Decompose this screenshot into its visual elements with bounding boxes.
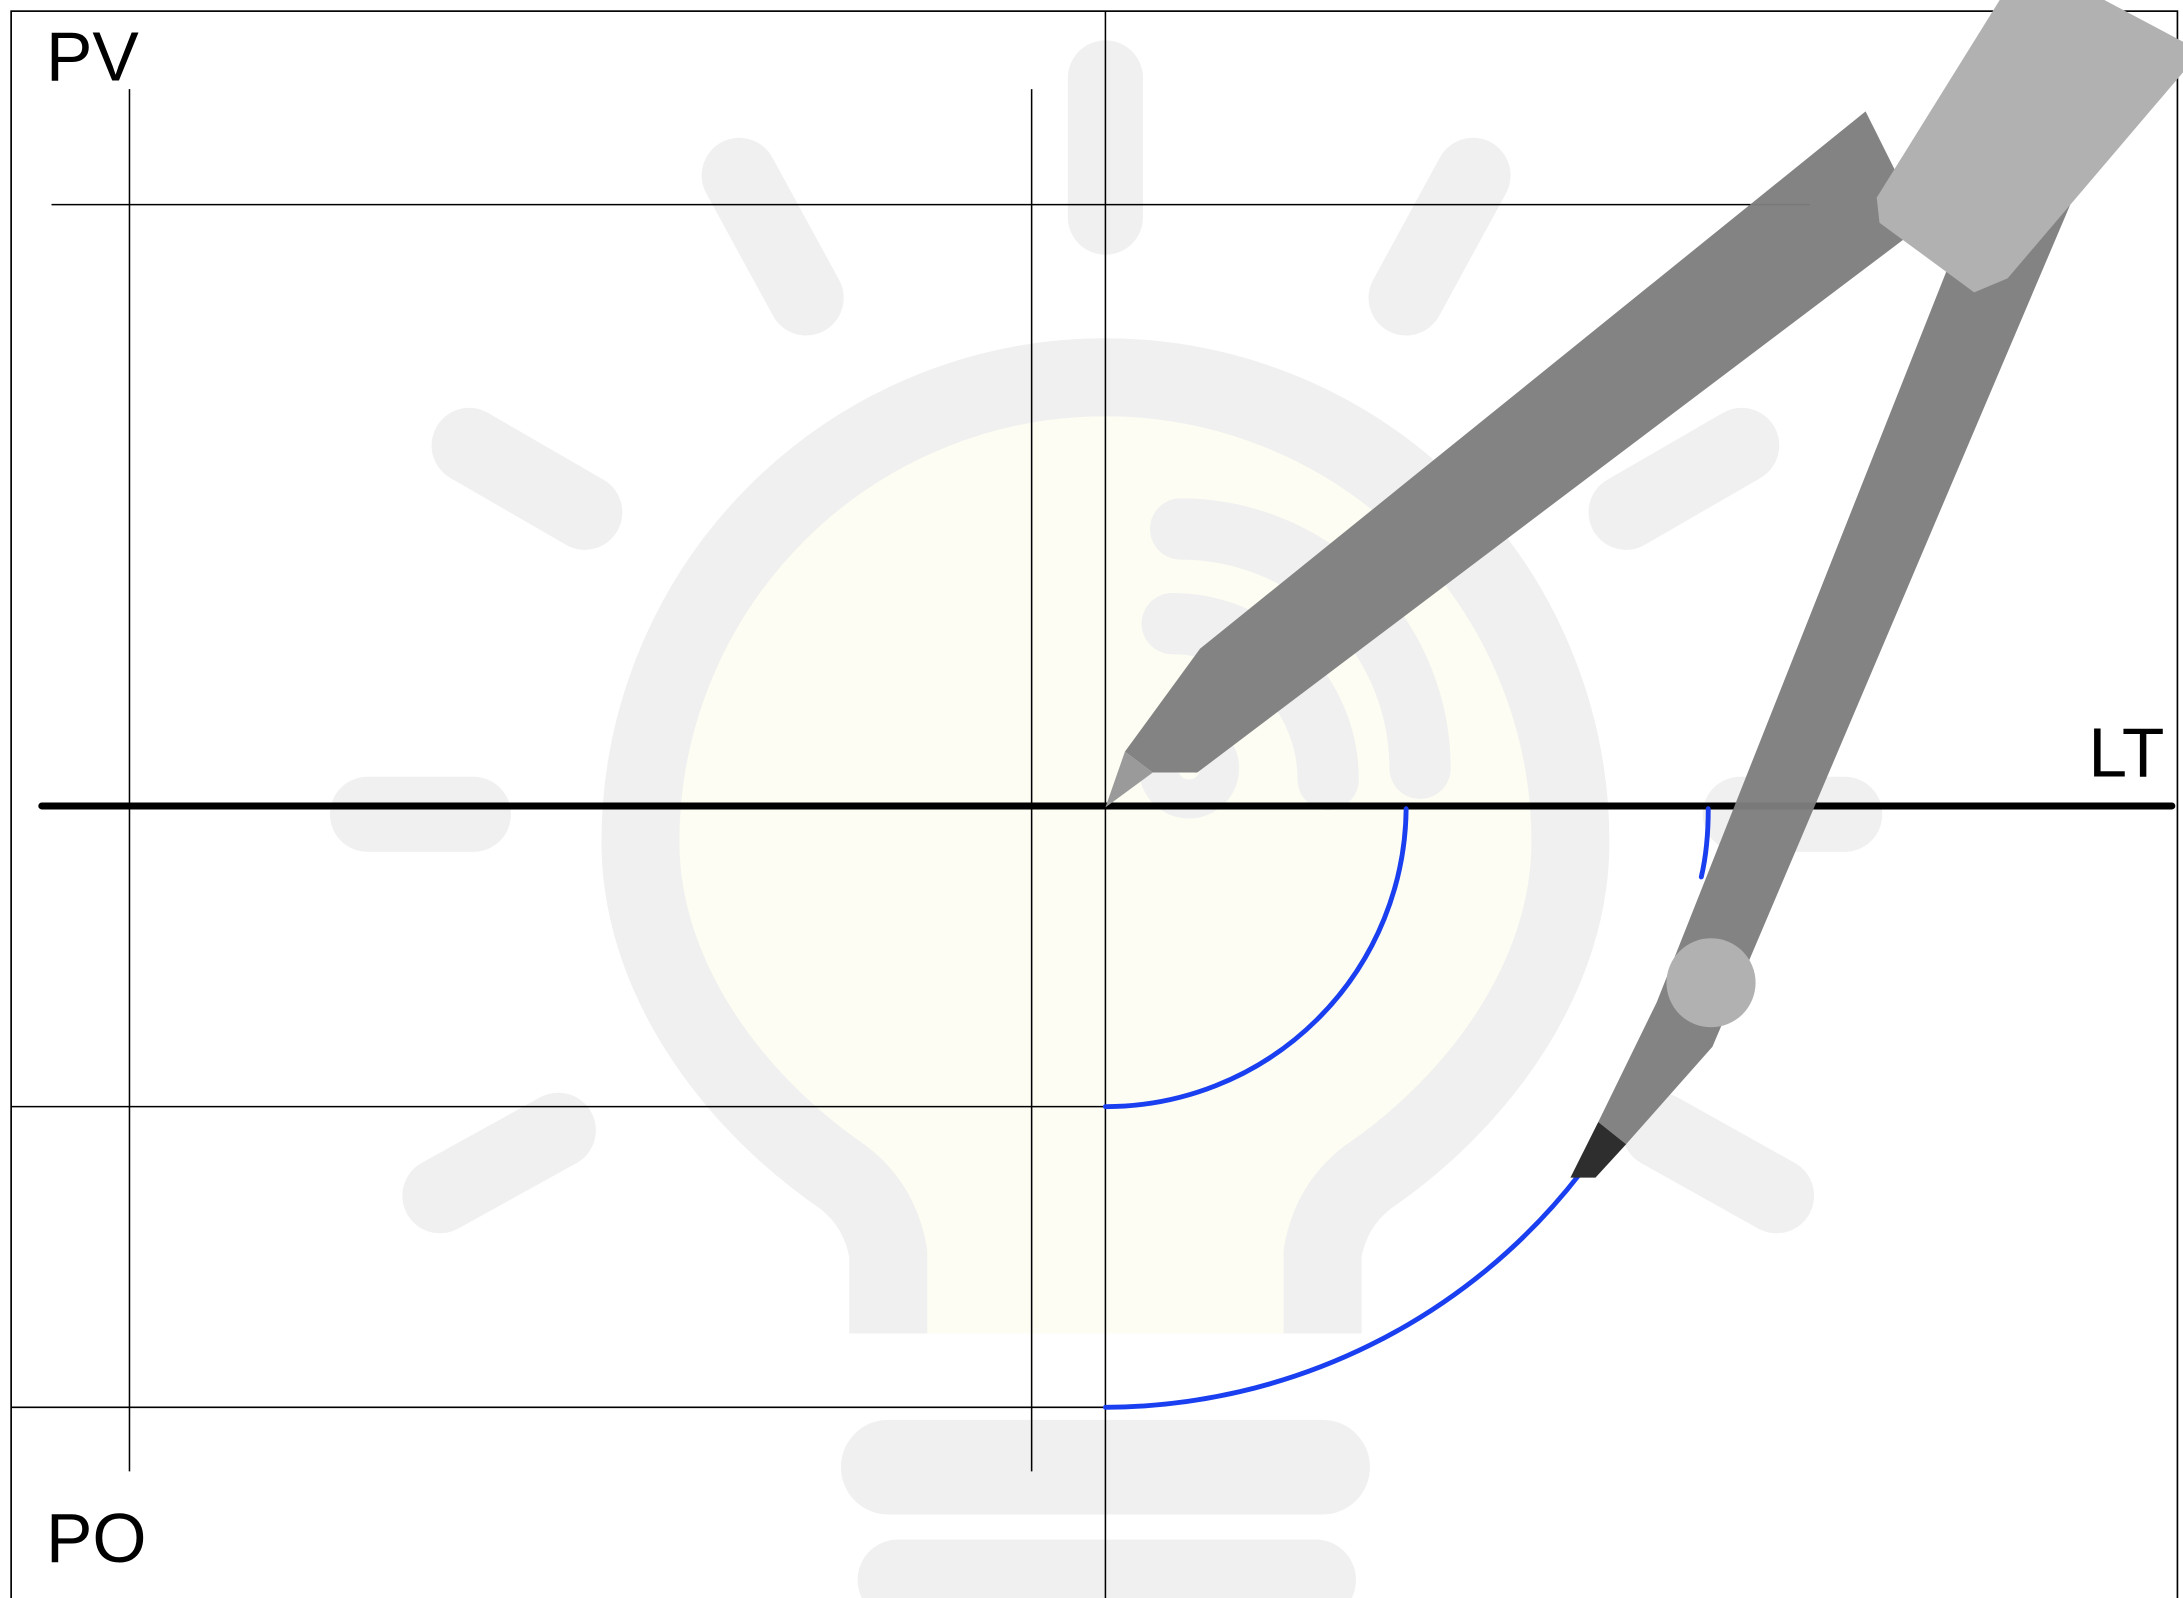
construction-lines [11, 11, 1810, 1598]
drawing-frame [10, 10, 2179, 1598]
compass-pencil-lead [1570, 1121, 1627, 1178]
compass-arcs [1102, 806, 1711, 1410]
drawing-compass-icon[interactable] [1105, 0, 2183, 1178]
outer-arc [1102, 1171, 1583, 1410]
compass-needle-tip [1105, 751, 1153, 808]
outer-arc-start [1698, 806, 1711, 880]
compass-head [1876, 0, 2183, 293]
compass-pencil-leg [1598, 194, 2075, 1145]
label-pv: PV [46, 18, 139, 96]
compass-hinge [1666, 938, 1756, 1028]
compass-needle-leg [1124, 111, 1908, 773]
label-lt: LT [2088, 714, 2164, 792]
inner-arc [1102, 806, 1409, 1110]
label-po: PO [46, 1499, 147, 1577]
